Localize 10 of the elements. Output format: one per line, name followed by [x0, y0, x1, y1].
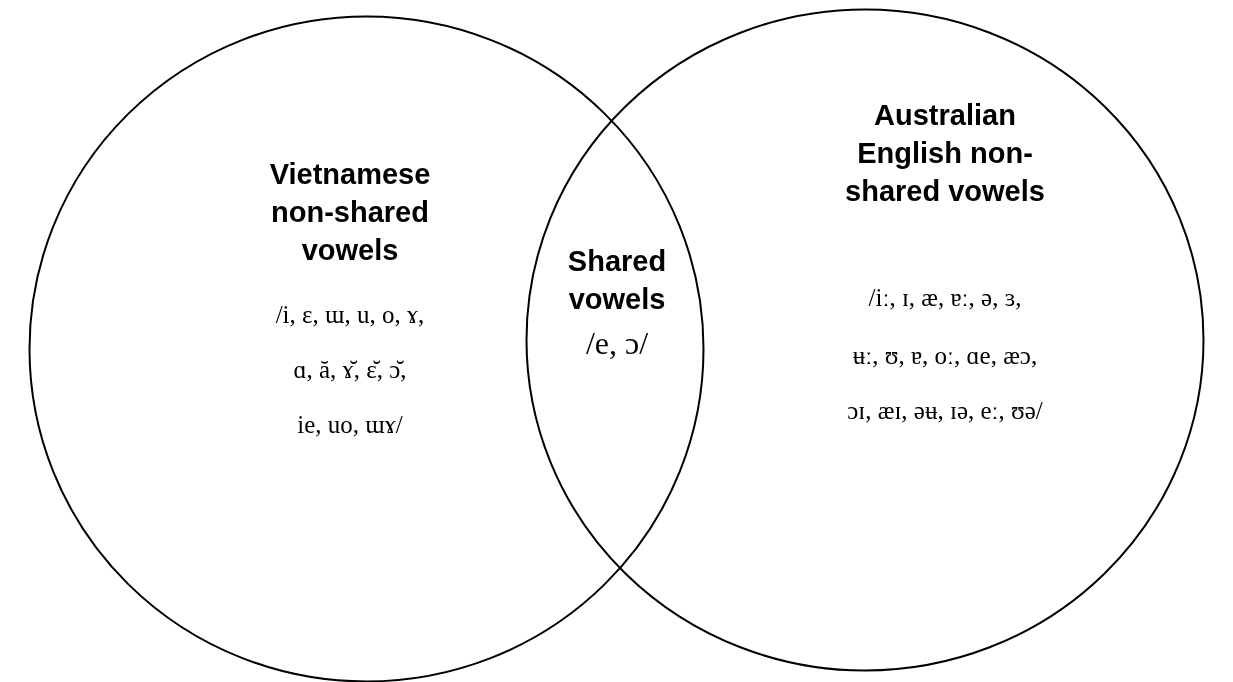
vowel-list: /e, ɔ/ [585, 328, 649, 358]
vowel-list: /iː, ɪ, æ, ɐː, ə, ɜ, [868, 283, 1022, 313]
circle-heading: Vietnamese non-shared vowels [268, 157, 432, 268]
vowel-list: /i, ɛ, ɯ, u, o, ɤ, [275, 300, 425, 330]
vowel-list: ɑ, ă, ɤ̆, ɛ̆, ɔ̆, [293, 355, 407, 385]
overlap-heading: Shared vowels [566, 244, 668, 317]
vowel-list: ɔɪ, æɪ, əʉ, ɪə, eː, ʊə/ [847, 396, 1043, 426]
circle-heading: Australian English non-shared vowels [845, 98, 1045, 209]
vowel-list: ie, uo, ɯɤ/ [297, 410, 403, 440]
vowel-list: ʉː, ʊ, ɐ, oː, ɑe, æɔ, [852, 341, 1038, 371]
